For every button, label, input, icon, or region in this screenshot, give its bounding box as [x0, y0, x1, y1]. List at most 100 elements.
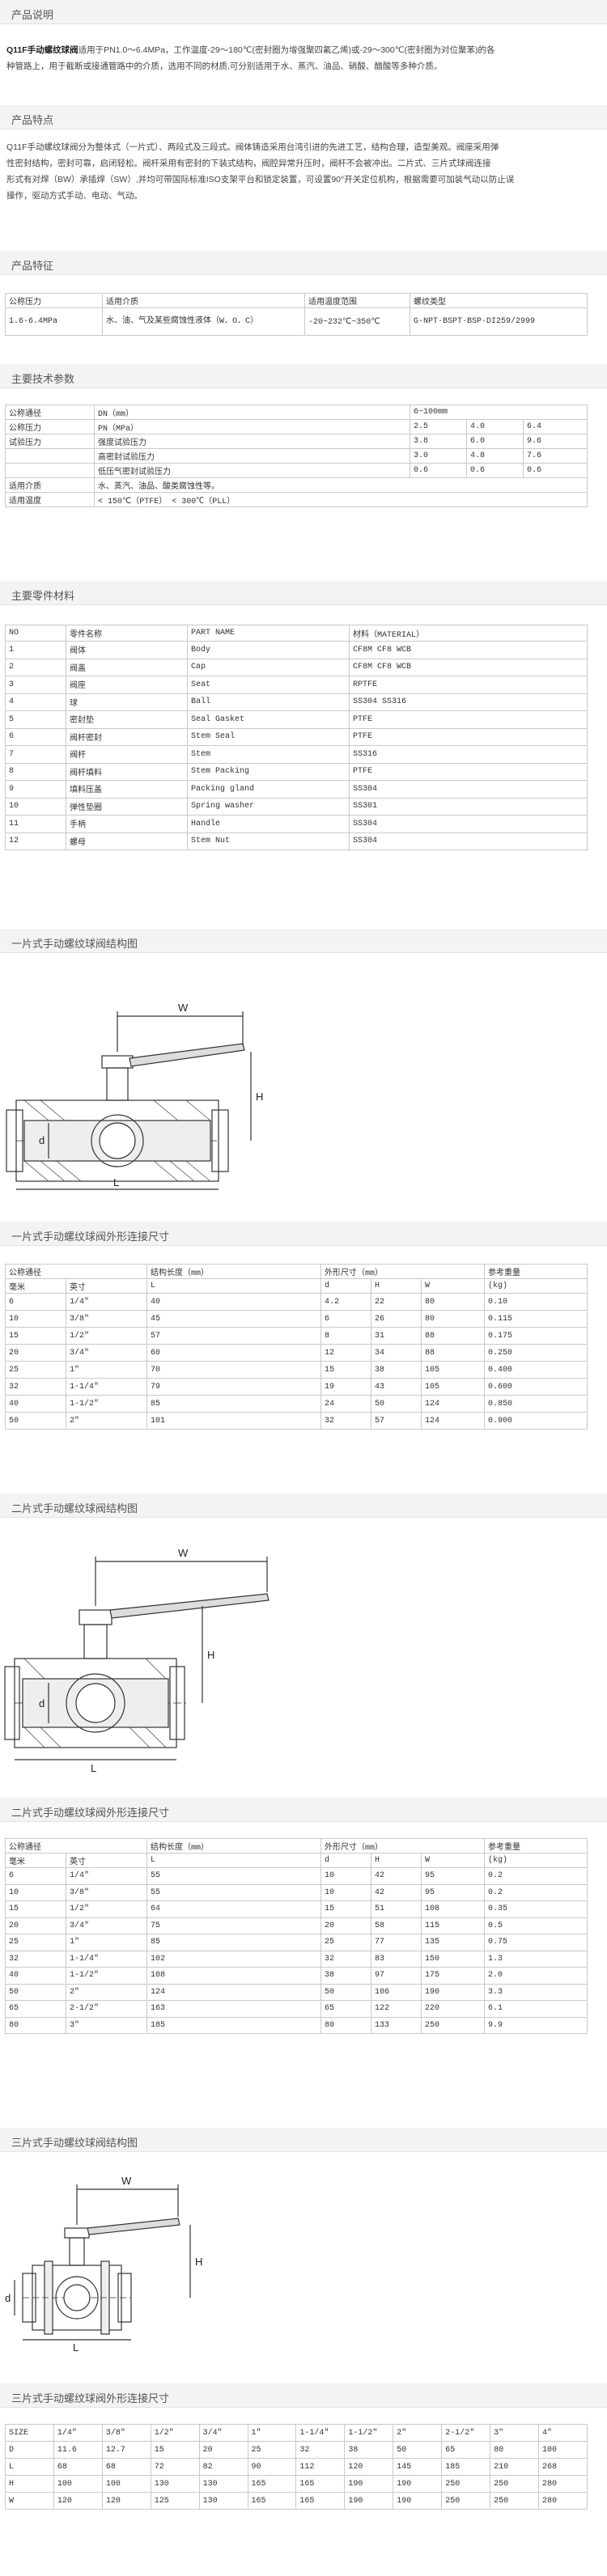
section-title: 主要技术参数 — [11, 373, 75, 385]
table-cell: 24 — [320, 1395, 371, 1413]
table-cell: 6.0 — [466, 434, 524, 449]
table-cell: 适用温度范围 — [304, 293, 410, 308]
table-cell: 结构长度（mm） — [146, 1838, 321, 1854]
section-title: 一片式手动螺纹球阀结构图 — [11, 938, 138, 950]
dim-label-d: d — [39, 1134, 45, 1146]
table-cell: 108 — [421, 1900, 485, 1918]
dim-label-d: d — [5, 2292, 11, 2304]
section-title: 产品特征 — [11, 260, 54, 272]
table-cell: 0.400 — [484, 1361, 588, 1379]
two-piece-valve-drawing: W H L d — [4, 1547, 270, 1774]
table-cell: 50 — [393, 2441, 443, 2459]
table-cell: Body — [187, 641, 350, 659]
section-header-params: 主要技术参数 — [0, 364, 607, 388]
table-cell: 2-1/2″ — [66, 2000, 147, 2018]
table-cell: 75 — [146, 1917, 321, 1934]
table-cell: 1″ — [247, 2424, 297, 2442]
table-cell: 11 — [5, 815, 66, 833]
table-cell: RPTFE — [349, 676, 588, 694]
table-cell: 106 — [371, 1983, 422, 2001]
table-header-row: 毫米 英寸 L d H W (kg) — [5, 1278, 588, 1294]
one-piece-valve-drawing: W H L d — [6, 1002, 263, 1190]
table-cell: 0.75 — [484, 1934, 588, 1951]
dim-label-l: L — [113, 1176, 119, 1188]
table-cell: 1/2″ — [66, 1900, 147, 1918]
table-cell: 19 — [320, 1378, 371, 1396]
table-cell: 190 — [344, 2492, 394, 2510]
table-cell: 124 — [421, 1412, 485, 1430]
table-cell: 77 — [371, 1934, 422, 1951]
table-cell: 6 — [5, 1867, 66, 1885]
product-name: Q11F手动螺纹球阀 — [6, 45, 79, 55]
table-cell: 42 — [371, 1867, 422, 1885]
table-row: 1.6-6.4MPa 水、油、气及某些腐蚀性液体（W．O．C） -20~232℃… — [5, 307, 588, 336]
table-cell: 31 — [371, 1327, 422, 1345]
table-cell: 9 — [5, 780, 66, 799]
table-cell: 1.3 — [484, 1950, 588, 1968]
features-paragraph: Q11F手动螺纹球阀分为整体式（一片式）、两段式及三段式。阀体铸造采用台湾引进的… — [6, 139, 599, 204]
table-cell: 95 — [421, 1867, 485, 1885]
table-cell: 50 — [320, 1983, 371, 2001]
table-cell: 1-1/2″ — [66, 1395, 147, 1413]
table-cell: 190 — [421, 1983, 485, 2001]
table-row: 适用介质 水、蒸汽、油品、酸类腐蚀性等。 — [5, 477, 588, 493]
table-cell: 95 — [421, 1883, 485, 1901]
table-cell: 1-1/2″ — [344, 2424, 394, 2442]
table-cell: 80 — [5, 2016, 66, 2034]
table-cell: 130 — [198, 2475, 248, 2493]
table-cell: 15 — [5, 1327, 66, 1345]
table-cell: PN（MPa） — [94, 419, 410, 434]
table-cell: 3/8″ — [101, 2424, 151, 2442]
table-cell: 38 — [320, 1967, 371, 1985]
table-cell: 阀盖 — [66, 658, 188, 676]
params-table: 公称通径 DN（mm） 6~100mm 公称压力 PN（MPa） 2.5 4.0… — [5, 405, 588, 507]
table-cell: 42 — [371, 1883, 422, 1901]
table-cell: 2-1/2″ — [441, 2424, 491, 2442]
table-row: 试验压力 强度试验压力 3.8 6.0 9.6 — [5, 434, 588, 449]
table-cell: 0.5 — [484, 1917, 588, 1934]
table-cell: 螺母 — [66, 832, 188, 850]
table-cell: 20 — [320, 1917, 371, 1934]
table-cell: 34 — [371, 1344, 422, 1362]
table-cell: 6 — [5, 727, 66, 746]
dim-label-h: H — [207, 1649, 214, 1661]
table-cell: 填料压盖 — [66, 780, 188, 799]
table-cell: 40 — [146, 1293, 321, 1311]
section-title: 三片式手动螺纹球阀结构图 — [11, 2137, 138, 2149]
table-cell: 55 — [146, 1867, 321, 1885]
table-cell: NO — [5, 625, 66, 642]
table-cell: 112 — [295, 2458, 346, 2476]
table-cell: 8 — [320, 1327, 371, 1345]
table-cell: 结构长度（mm） — [146, 1264, 321, 1279]
table-cell: 试验压力 — [5, 434, 95, 449]
table-cell: Ball — [187, 693, 350, 711]
table-cell: H — [371, 1278, 422, 1294]
dim1-table: 公称通径 结构长度（mm） 外形尺寸（mm） 参考重量 毫米 英寸 L d H … — [5, 1264, 588, 1430]
dim-label-w: W — [121, 2175, 132, 2187]
table-cell: Seal Gasket — [187, 710, 350, 729]
table-cell: 6.1 — [484, 2000, 588, 2018]
table-cell: 190 — [393, 2475, 443, 2493]
table-cell: 0.175 — [484, 1327, 588, 1345]
table-cell: 11.6 — [53, 2441, 103, 2459]
table-cell: 3″ — [490, 2424, 540, 2442]
table-cell: 阀杆填料 — [66, 762, 188, 781]
table-cell: H — [371, 1853, 422, 1868]
table-cell: 10 — [5, 1310, 66, 1328]
table-cell: 190 — [344, 2475, 394, 2493]
table-cell: 72 — [150, 2458, 200, 2476]
table-cell: d — [320, 1853, 371, 1868]
table-cell: 公称通径 — [5, 1838, 147, 1854]
table-cell: D — [5, 2441, 54, 2459]
table-cell: 0.900 — [484, 1412, 588, 1430]
table-cell: 25 — [320, 1934, 371, 1951]
table-cell: 40 — [5, 1395, 66, 1413]
table-cell: 55 — [146, 1883, 321, 1901]
table-cell: Stem Packing — [187, 762, 350, 781]
